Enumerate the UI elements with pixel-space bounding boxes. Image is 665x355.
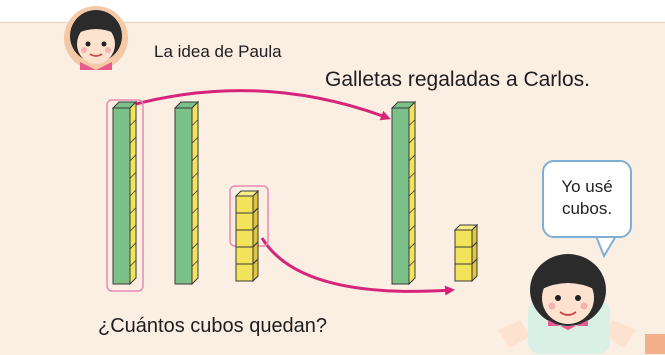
highlight-box [106, 99, 144, 292]
arrow-icon [260, 237, 455, 296]
ten-rod [390, 100, 417, 286]
speech-bubble-tail [594, 235, 618, 259]
speech-bubble-line: Yo usé [561, 177, 613, 196]
unit-cubes [234, 189, 260, 283]
girl-character-icon [498, 254, 636, 354]
speech-bubble-line: cubos. [561, 199, 613, 218]
speech-bubble: Yo usé cubos. [542, 160, 632, 238]
idea-label: La idea de Paula [154, 42, 282, 61]
corner-tab [645, 334, 665, 354]
arrow-icon [127, 89, 391, 121]
scene-title: Galletas regaladas a Carlos. [325, 68, 590, 91]
ten-rod [111, 100, 138, 286]
unit-cubes [453, 223, 479, 283]
question-text: ¿Cuántos cubos quedan? [98, 315, 328, 337]
ten-rod [173, 100, 200, 286]
girl-avatar-icon [64, 6, 128, 70]
